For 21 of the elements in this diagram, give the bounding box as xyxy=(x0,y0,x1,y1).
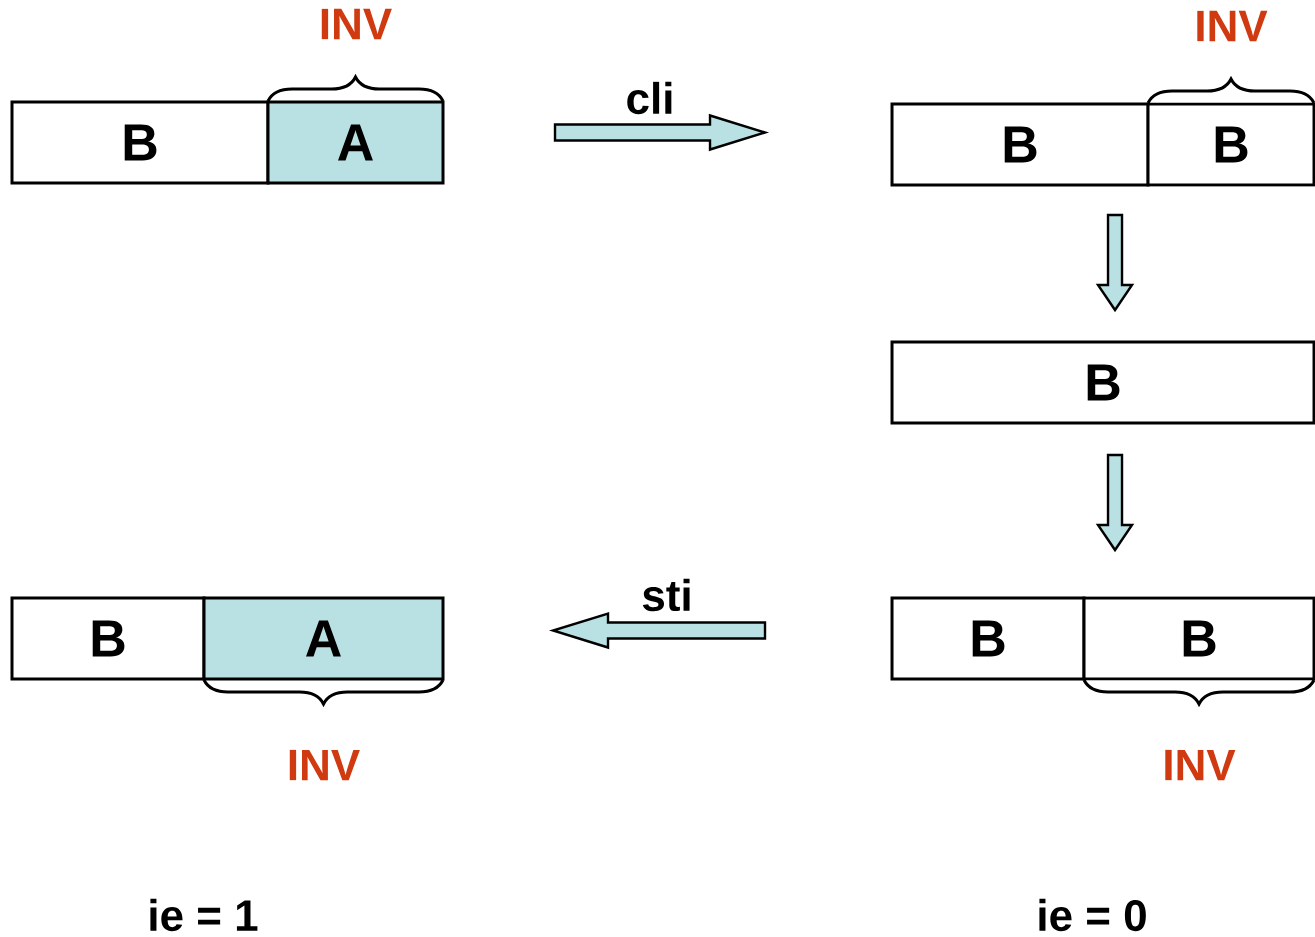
edge-label: cli xyxy=(627,81,672,115)
brace-label: INV xyxy=(1197,10,1268,42)
bar-segment: A xyxy=(202,596,445,681)
bar-segment: B xyxy=(1146,102,1315,187)
bar-segment: B xyxy=(890,102,1150,187)
brace-label: INV xyxy=(321,8,392,40)
state-label: ie = 1 xyxy=(150,898,258,932)
block-arrow xyxy=(553,113,770,152)
bar-segment: B xyxy=(890,596,1086,681)
bar-segment: B xyxy=(10,100,270,185)
block-arrow xyxy=(1095,453,1135,553)
bar-segment: B xyxy=(890,340,1315,425)
bar-segment: A xyxy=(266,100,445,185)
bar-segment: B xyxy=(10,596,206,681)
edge-label: sti xyxy=(642,578,690,612)
block-arrow xyxy=(1095,213,1135,313)
bar-segment: B xyxy=(1082,596,1315,681)
brace-label: INV xyxy=(289,749,360,781)
brace-label: INV xyxy=(1165,749,1236,781)
block-arrow xyxy=(548,611,767,650)
state-label: ie = 0 xyxy=(1039,898,1146,932)
